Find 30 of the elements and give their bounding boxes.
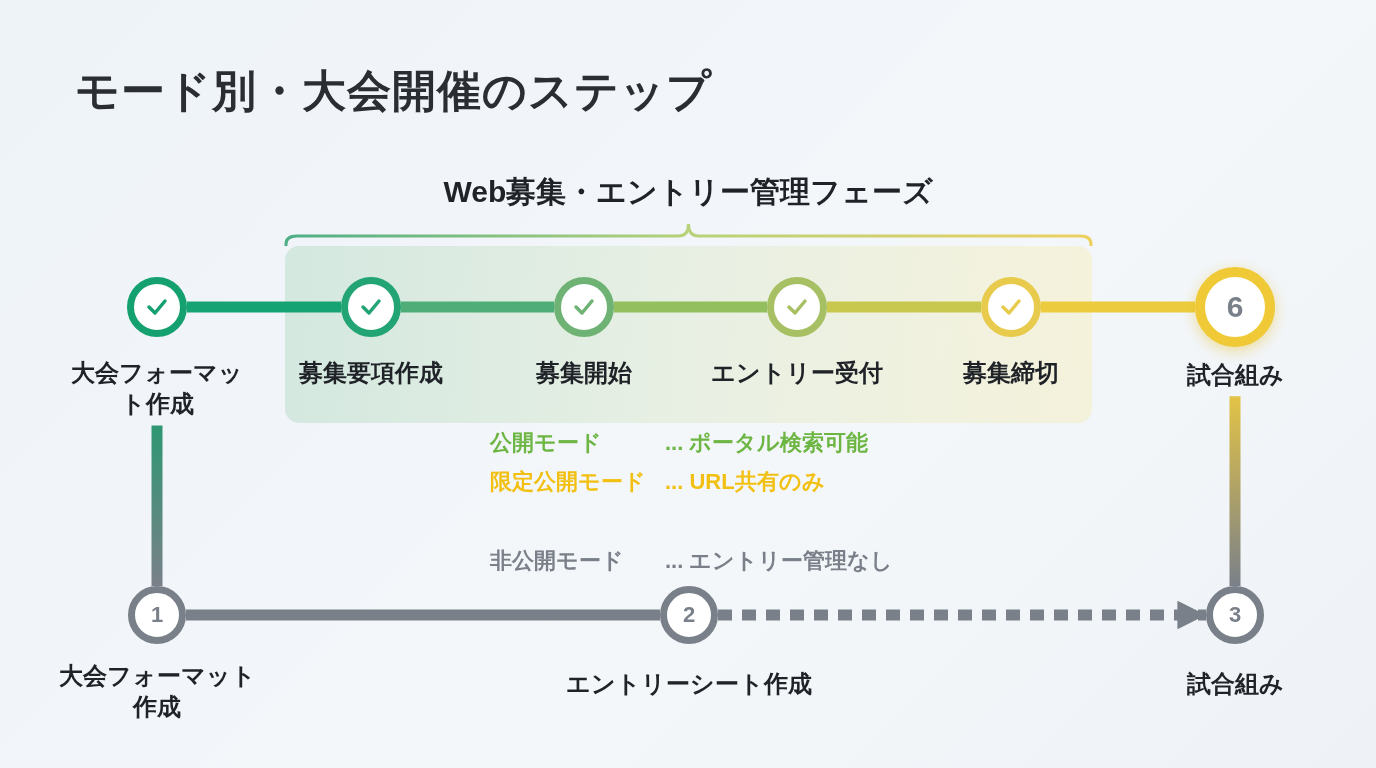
mode-note: 限定公開モード [490, 468, 646, 496]
mode-note: ... URL共有のみ [665, 468, 825, 496]
step-number-circle: 6 [1195, 267, 1275, 347]
mode-note: 非公開モード [490, 547, 624, 575]
step-label: 大会フォーマット作成 [70, 358, 244, 420]
step-label: エントリーシート作成 [565, 669, 813, 699]
connector-line [401, 301, 554, 313]
connector-line [827, 301, 981, 313]
connector-line [1229, 396, 1241, 586]
diagram-title: モード別・大会開催のステップ [75, 65, 712, 117]
step-label: 大会フォーマット作成 [57, 661, 257, 723]
connector-line [151, 425, 163, 586]
step-label: 募集開始 [535, 358, 633, 388]
arrow [718, 600, 1206, 630]
step-number-circle: 3 [1206, 586, 1264, 644]
step-label: 募集締切 [962, 358, 1060, 388]
mode-note: 公開モード [490, 429, 602, 457]
step-label: 試合組み [1185, 669, 1285, 699]
connector-line [187, 301, 341, 313]
step-number-circle: 2 [660, 586, 718, 644]
phase-heading: Web募集・エントリー管理フェーズ [443, 175, 934, 208]
step-number-circle: 1 [128, 586, 186, 644]
connector-line [614, 301, 767, 313]
step-label: エントリー受付 [710, 358, 884, 388]
mode-note: ... エントリー管理なし [665, 547, 894, 575]
mode-note: ... ポータル検索可能 [665, 429, 869, 457]
step-label: 試合組み [1185, 360, 1285, 390]
step-label: 募集要項作成 [298, 358, 444, 388]
connector-line [1041, 301, 1195, 313]
connector-line [186, 609, 660, 621]
